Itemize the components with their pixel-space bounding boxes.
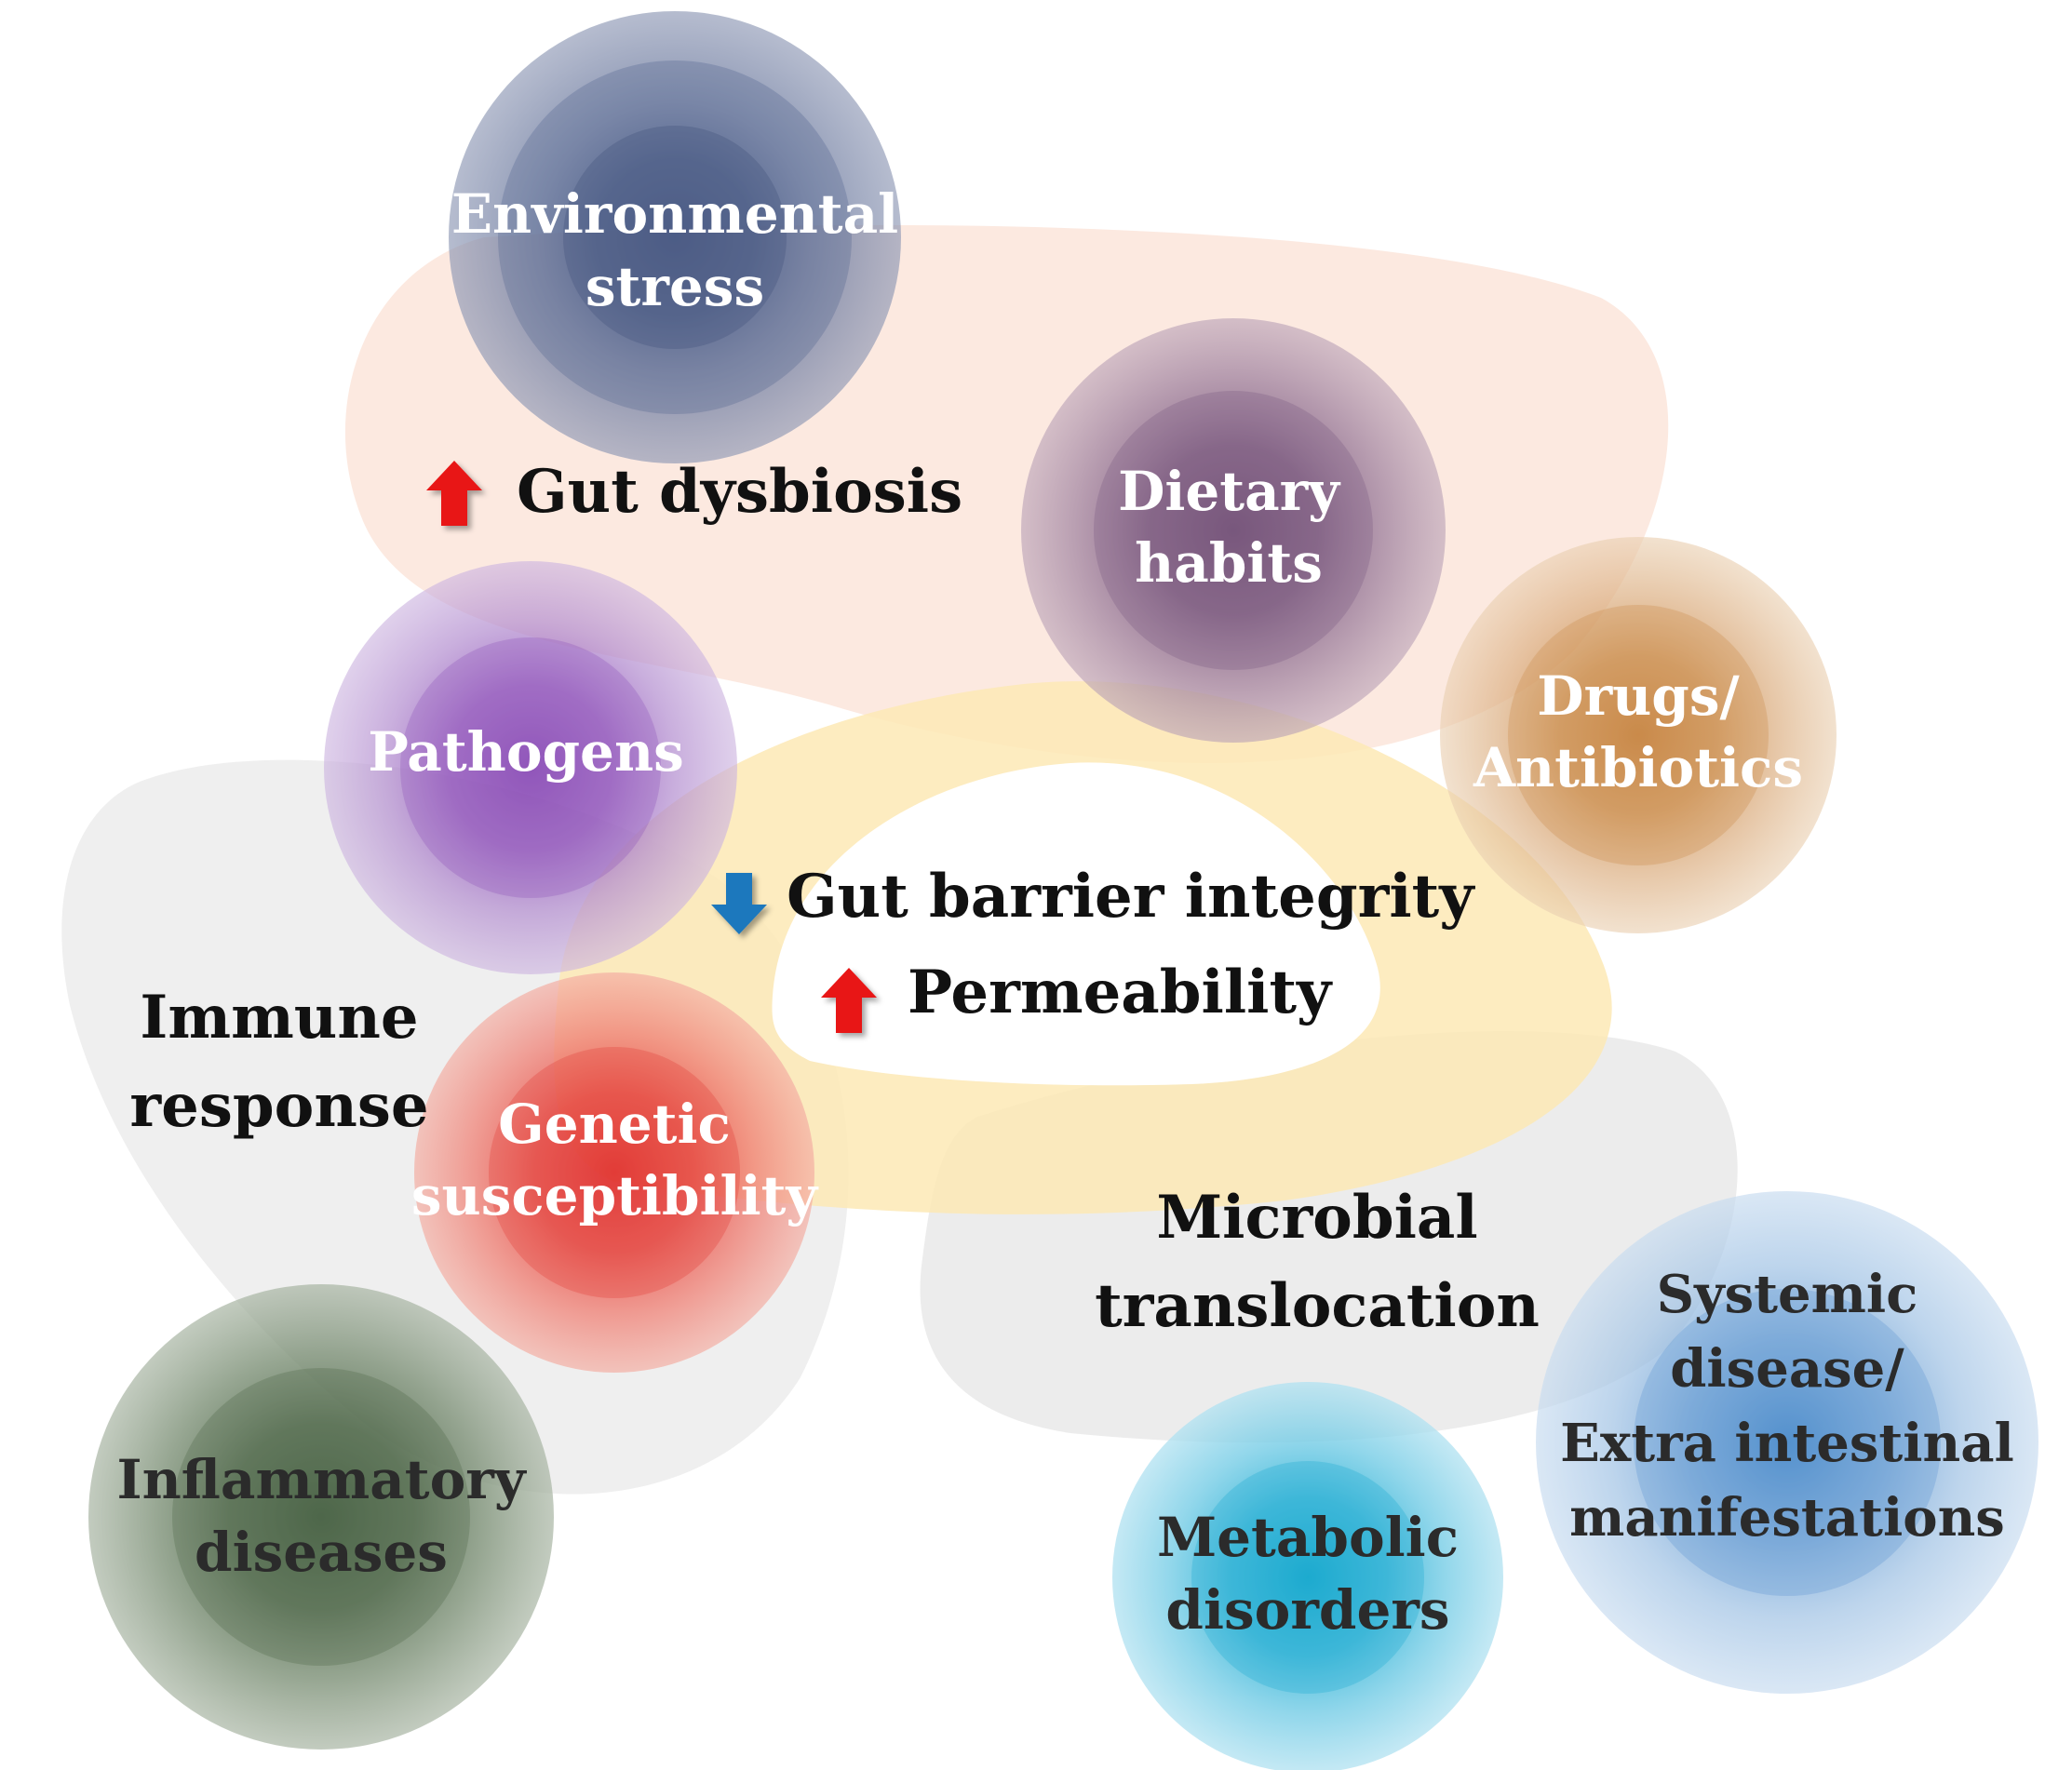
systemic-line-3: Extra intestinal xyxy=(1560,1413,2014,1474)
dietary-habits-circle xyxy=(1021,318,1446,743)
arrow-up-icon xyxy=(426,461,482,526)
arrow-down-icon xyxy=(711,873,767,934)
microbial-line-2: translocation xyxy=(1095,1271,1540,1341)
metabolic-disorders-circle xyxy=(1112,1382,1503,1770)
pathogens-circle xyxy=(324,561,737,974)
immune-response-label: Immune response xyxy=(129,983,428,1141)
systemic-line-4: manifestations xyxy=(1569,1487,2005,1549)
pathogens-line-1: Pathogens xyxy=(368,720,684,784)
drugs-line-1: Drugs/ xyxy=(1537,664,1740,728)
metabolic-line-2: disorders xyxy=(1165,1578,1449,1642)
gut-barrier-integrity-text: Gut barrier integrity xyxy=(787,862,1475,932)
genetic-susceptibility-circle xyxy=(414,972,814,1373)
immune-line-1: Immune xyxy=(140,983,418,1053)
permeability-text: Permeability xyxy=(908,958,1333,1027)
metabolic-line-1: Metabolic xyxy=(1157,1506,1459,1569)
genetic-line-1: Genetic xyxy=(498,1093,731,1156)
dietary-line-1: Dietary xyxy=(1118,460,1341,523)
microbial-line-1: Microbial xyxy=(1156,1183,1477,1253)
systemic-line-2: disease/ xyxy=(1670,1338,1904,1400)
inflammatory-diseases-circle xyxy=(88,1284,554,1750)
environmental-line-1: Environmental xyxy=(451,182,898,246)
genetic-line-2: susceptibility xyxy=(411,1164,820,1227)
drugs-line-2: Antibiotics xyxy=(1473,736,1803,799)
systemic-line-1: Systemic xyxy=(1657,1264,1918,1325)
immune-line-2: response xyxy=(129,1071,428,1141)
environmental-stress-circle xyxy=(449,11,901,463)
barrier-label: Gut barrier integrity xyxy=(711,862,1475,934)
drugs-antibiotics-circle xyxy=(1440,537,1837,933)
arrow-up-icon xyxy=(821,968,877,1033)
microbial-translocation-label: Microbial translocation xyxy=(1095,1183,1540,1341)
inflammatory-line-2: diseases xyxy=(195,1521,448,1584)
environmental-line-2: stress xyxy=(585,255,764,318)
gut-dysbiosis-label: Gut dysbiosis xyxy=(426,457,962,527)
permeability-label: Permeability xyxy=(821,958,1333,1033)
gut-dysbiosis-text: Gut dysbiosis xyxy=(517,457,962,527)
dietary-line-2: habits xyxy=(1135,531,1323,595)
systemic-disease-circle xyxy=(1536,1191,2038,1694)
inflammatory-line-1: Inflammatory xyxy=(116,1448,527,1511)
permeability-core xyxy=(772,762,1380,1086)
